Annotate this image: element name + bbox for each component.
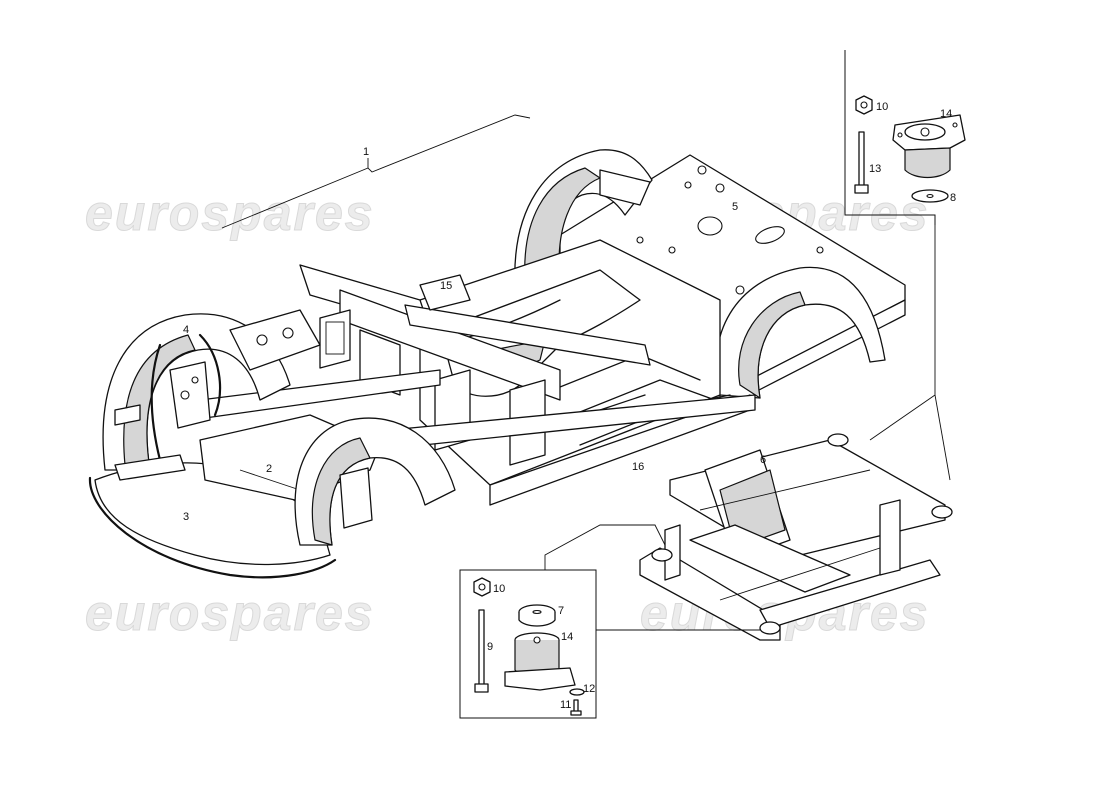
suspension-bracket: [169, 361, 211, 429]
bolt-13: [858, 131, 865, 188]
arch-inner-shade: [311, 437, 371, 546]
callout-4: 4: [183, 324, 189, 336]
subframe-post: [879, 499, 901, 576]
deck-hole: [697, 165, 707, 175]
mount-flange: [504, 667, 576, 691]
inset-mount-kit: [459, 524, 760, 719]
suspension-bracket: [339, 467, 373, 529]
callout-10-lower: 10: [493, 583, 505, 595]
arch-top-plate: [599, 169, 651, 206]
bulkhead-plate: [325, 321, 345, 355]
inset-frame: [459, 569, 597, 719]
callout-2: 2: [266, 463, 272, 475]
callout-14-upper: 14: [940, 108, 952, 120]
washer-12: [569, 688, 585, 696]
mount-point: [931, 505, 953, 519]
mount-rubber: [904, 147, 951, 179]
callout-3: 3: [183, 511, 189, 523]
top-bracket: [419, 274, 471, 311]
deck-hole: [668, 246, 676, 254]
deck-hole: [715, 183, 725, 193]
callout-10-upper: 10: [876, 101, 888, 113]
callout-7: 7: [558, 605, 564, 617]
callout-12: 12: [583, 683, 595, 695]
bulkhead-box: [319, 309, 351, 369]
bolt-head: [854, 184, 869, 194]
arch-inner-shade: [524, 167, 601, 283]
chassis-beam: [339, 289, 561, 401]
callout-14-lower: 14: [561, 631, 573, 643]
inset-frame: [844, 50, 936, 225]
bolt-head: [474, 683, 489, 693]
cross-beam: [404, 304, 651, 366]
watermark-group: eurospares eurospares eurospares eurospa…: [85, 185, 929, 642]
callout-11: 11: [560, 699, 571, 711]
arch-inner-shade: [123, 334, 196, 471]
nose-edge-seal: [88, 476, 337, 579]
callout-8: 8: [950, 192, 956, 204]
mount-point: [827, 433, 849, 447]
deck-hole: [816, 246, 824, 254]
watermark-top-left: eurospares: [85, 185, 375, 241]
callout-6: 6: [760, 454, 766, 466]
screw-11: [573, 699, 579, 713]
callout-labels: 1 2 3 4 5 6 7 8 9 10 10 11 12 13 14 14 1…: [183, 101, 956, 711]
mount-point: [651, 548, 673, 562]
watermark-bottom-left: eurospares: [85, 585, 375, 641]
subframe: [639, 433, 953, 641]
leader-1: [221, 114, 531, 229]
callout-13: 13: [869, 163, 881, 175]
subframe-cross-tube: [689, 524, 851, 593]
callout-15: 15: [440, 280, 452, 292]
callout-5: 5: [732, 201, 738, 213]
screw-head: [570, 710, 582, 716]
front-rail: [199, 369, 441, 419]
deck-hole: [636, 236, 644, 244]
deck-hole: [735, 285, 745, 295]
callout-9: 9: [487, 641, 493, 653]
bolt-9: [478, 609, 485, 686]
mount-point: [759, 621, 781, 635]
deck-slot: [755, 226, 785, 244]
body-shell: [88, 149, 906, 579]
engine-bay-bracket: [229, 309, 321, 371]
small-plate: [114, 404, 141, 426]
callout-16: 16: [632, 461, 644, 473]
deck-hole: [697, 216, 723, 236]
inset-engine-mount: [844, 50, 966, 481]
arch-inner-shade: [738, 291, 806, 399]
spacer-side: [518, 612, 556, 627]
nose-bracket: [114, 454, 186, 481]
callout-1: 1: [363, 146, 369, 158]
deck-hole: [684, 181, 692, 189]
subframe-post: [664, 524, 681, 581]
